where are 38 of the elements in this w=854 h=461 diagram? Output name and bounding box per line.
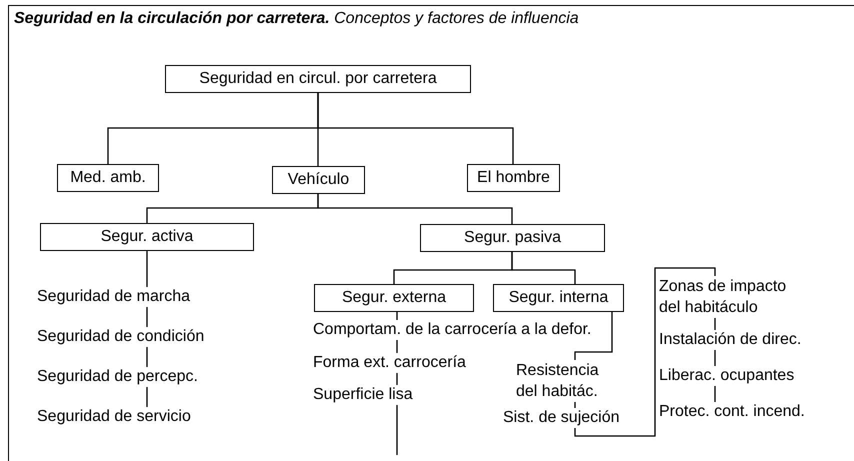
item-text: Seguridad de marcha xyxy=(37,287,190,307)
connector-line xyxy=(146,347,148,367)
connector-line xyxy=(317,93,514,164)
connector-line xyxy=(714,386,716,402)
connector-line xyxy=(146,307,148,327)
category-box: El hombre xyxy=(467,164,560,192)
item-text: Protec. cont. incend. xyxy=(659,402,805,422)
category-box: Segur. pasiva xyxy=(420,224,605,252)
item-text: Seguridad de condición xyxy=(37,327,204,347)
item-text: Forma ext. carrocería xyxy=(313,353,466,373)
connector-line xyxy=(317,194,513,224)
item-text: Resistencia del habitác. xyxy=(516,360,611,402)
item-text: Sist. de sujeción xyxy=(503,408,620,428)
connector-line xyxy=(714,318,716,330)
connector-line xyxy=(574,267,716,437)
category-box: Segur. externa xyxy=(314,284,474,312)
item-text: Zonas de impacto del habitáculo xyxy=(659,276,809,318)
category-box: Seguridad en circul. por carretera xyxy=(165,65,471,93)
connector-line xyxy=(146,387,148,407)
item-text: Instalación de direc. xyxy=(659,330,802,350)
item-text: Seguridad de percepc. xyxy=(37,367,198,387)
connector-line xyxy=(396,405,398,455)
connector-line xyxy=(146,251,148,287)
category-box: Segur. interna xyxy=(493,284,624,312)
connector-line xyxy=(396,340,398,353)
category-box: Med. amb. xyxy=(57,164,159,192)
category-box: Vehículo xyxy=(272,166,365,194)
connector-line xyxy=(511,252,576,284)
item-text: Liberac. ocupantes xyxy=(659,366,794,386)
item-text: Superficie lisa xyxy=(313,385,413,405)
category-box: Segur. activa xyxy=(40,223,254,251)
item-text: Comportam. de la carrocería a la defor. xyxy=(313,320,592,340)
connector-line xyxy=(714,350,716,366)
item-text: Seguridad de servicio xyxy=(37,407,191,427)
connector-line xyxy=(574,312,613,360)
connector-line xyxy=(574,402,576,408)
connector-line xyxy=(396,373,398,385)
diagram-title: Seguridad en la circulación por carretera. Conceptos y factores de influencia xyxy=(14,9,579,29)
